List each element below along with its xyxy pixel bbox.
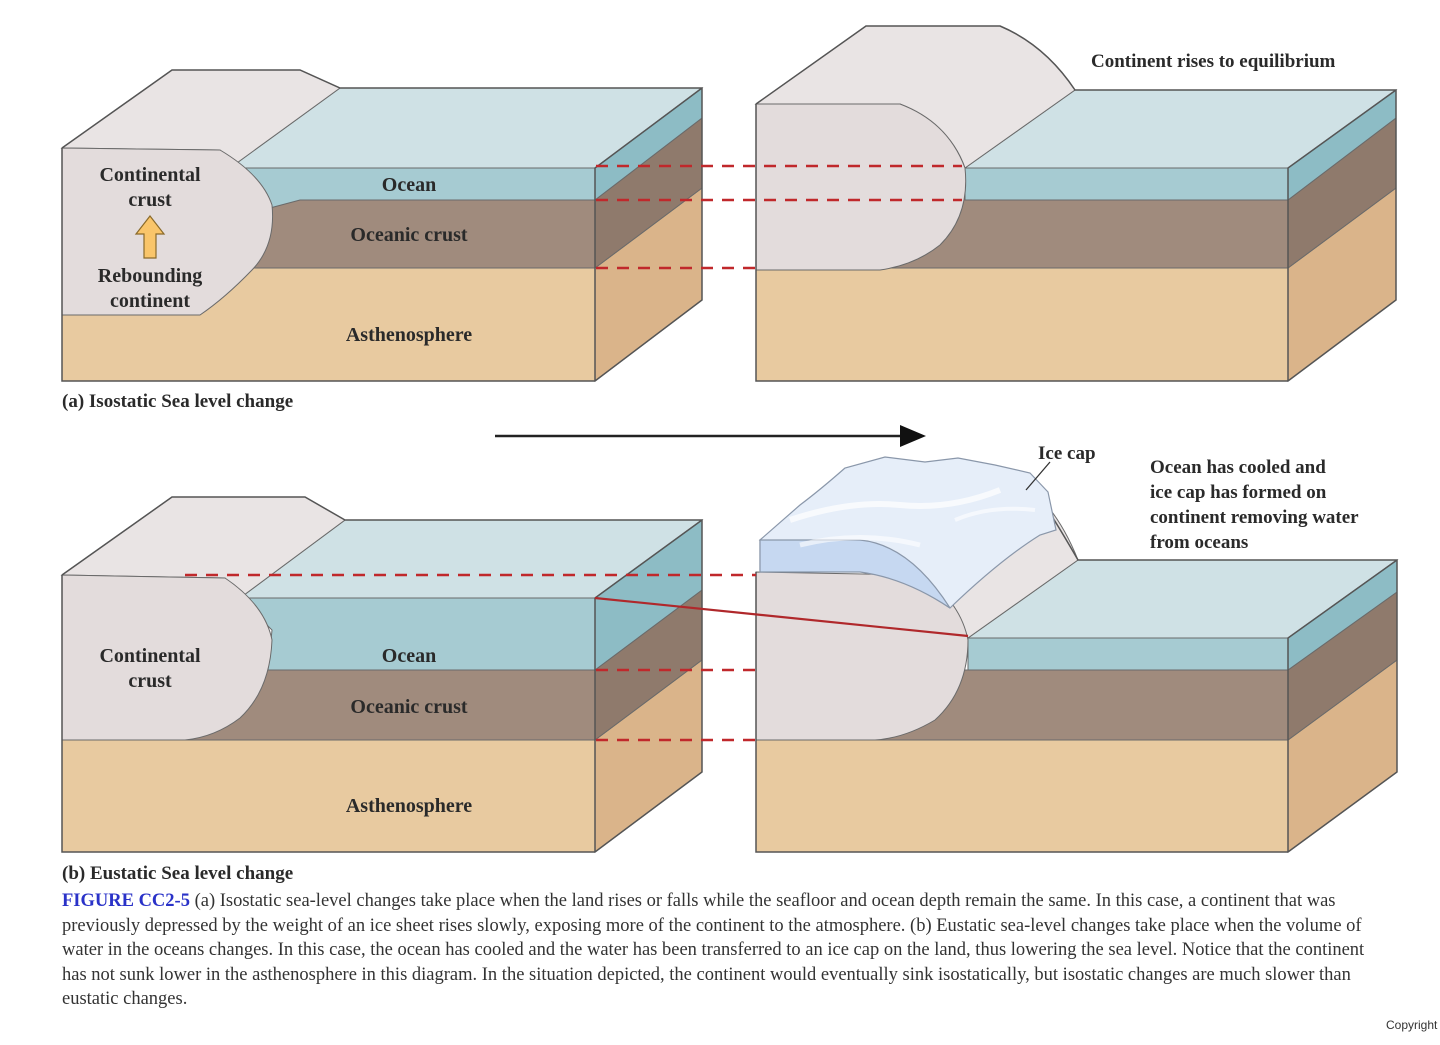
ice-cap bbox=[759, 456, 1057, 609]
rebound-arrow-icon bbox=[134, 215, 166, 259]
panel-b-title: (b) Eustatic Sea level change bbox=[62, 863, 293, 884]
a-oceanic-crust-label: Oceanic crust bbox=[350, 224, 468, 246]
b-ocean-label: Ocean bbox=[382, 645, 436, 667]
b-left-continent bbox=[61, 574, 273, 741]
a-ocean-label: Ocean bbox=[382, 174, 436, 196]
ice-cap-label: Ice cap bbox=[1038, 443, 1096, 464]
panel-a-title: (a) Isostatic Sea level change bbox=[62, 391, 293, 412]
transition-arrow bbox=[495, 425, 926, 447]
figure-label: FIGURE CC2-5 bbox=[62, 891, 190, 911]
a-right-asthenosphere bbox=[755, 267, 1289, 382]
ice-cap-front bbox=[759, 539, 951, 609]
b-left-asthenosphere bbox=[61, 739, 596, 853]
b-oceanic-crust-label: Oceanic crust bbox=[350, 696, 468, 718]
b-right-asthenosphere bbox=[755, 739, 1289, 853]
panel-b-right-block bbox=[755, 456, 1399, 853]
a-right-continent bbox=[755, 103, 967, 271]
b-right-ocean bbox=[967, 637, 1289, 671]
a-right-label: Continent rises to equilibrium bbox=[1091, 51, 1336, 72]
a-right-ocean bbox=[964, 167, 1289, 201]
figure-caption: FIGURE CC2-5 (a) Isostatic sea-level cha… bbox=[62, 889, 1382, 1012]
a-left-continent bbox=[61, 147, 274, 316]
panel-b-dashed-lines bbox=[185, 573, 756, 742]
b-sea-level-drop-line bbox=[594, 596, 969, 638]
caption-text: (a) Isostatic sea-level changes take pla… bbox=[62, 891, 1365, 1010]
a-asthenosphere-label: Asthenosphere bbox=[346, 324, 472, 346]
panel-a-right-block bbox=[754, 25, 1398, 382]
b-asthenosphere-label: Asthenosphere bbox=[346, 795, 472, 817]
copyright-notice: Copyright bbox=[1386, 1018, 1438, 1032]
panel-a-left-block bbox=[60, 69, 704, 383]
panel-a-dashed-lines bbox=[596, 164, 962, 270]
panel-b-left-block bbox=[60, 496, 704, 853]
